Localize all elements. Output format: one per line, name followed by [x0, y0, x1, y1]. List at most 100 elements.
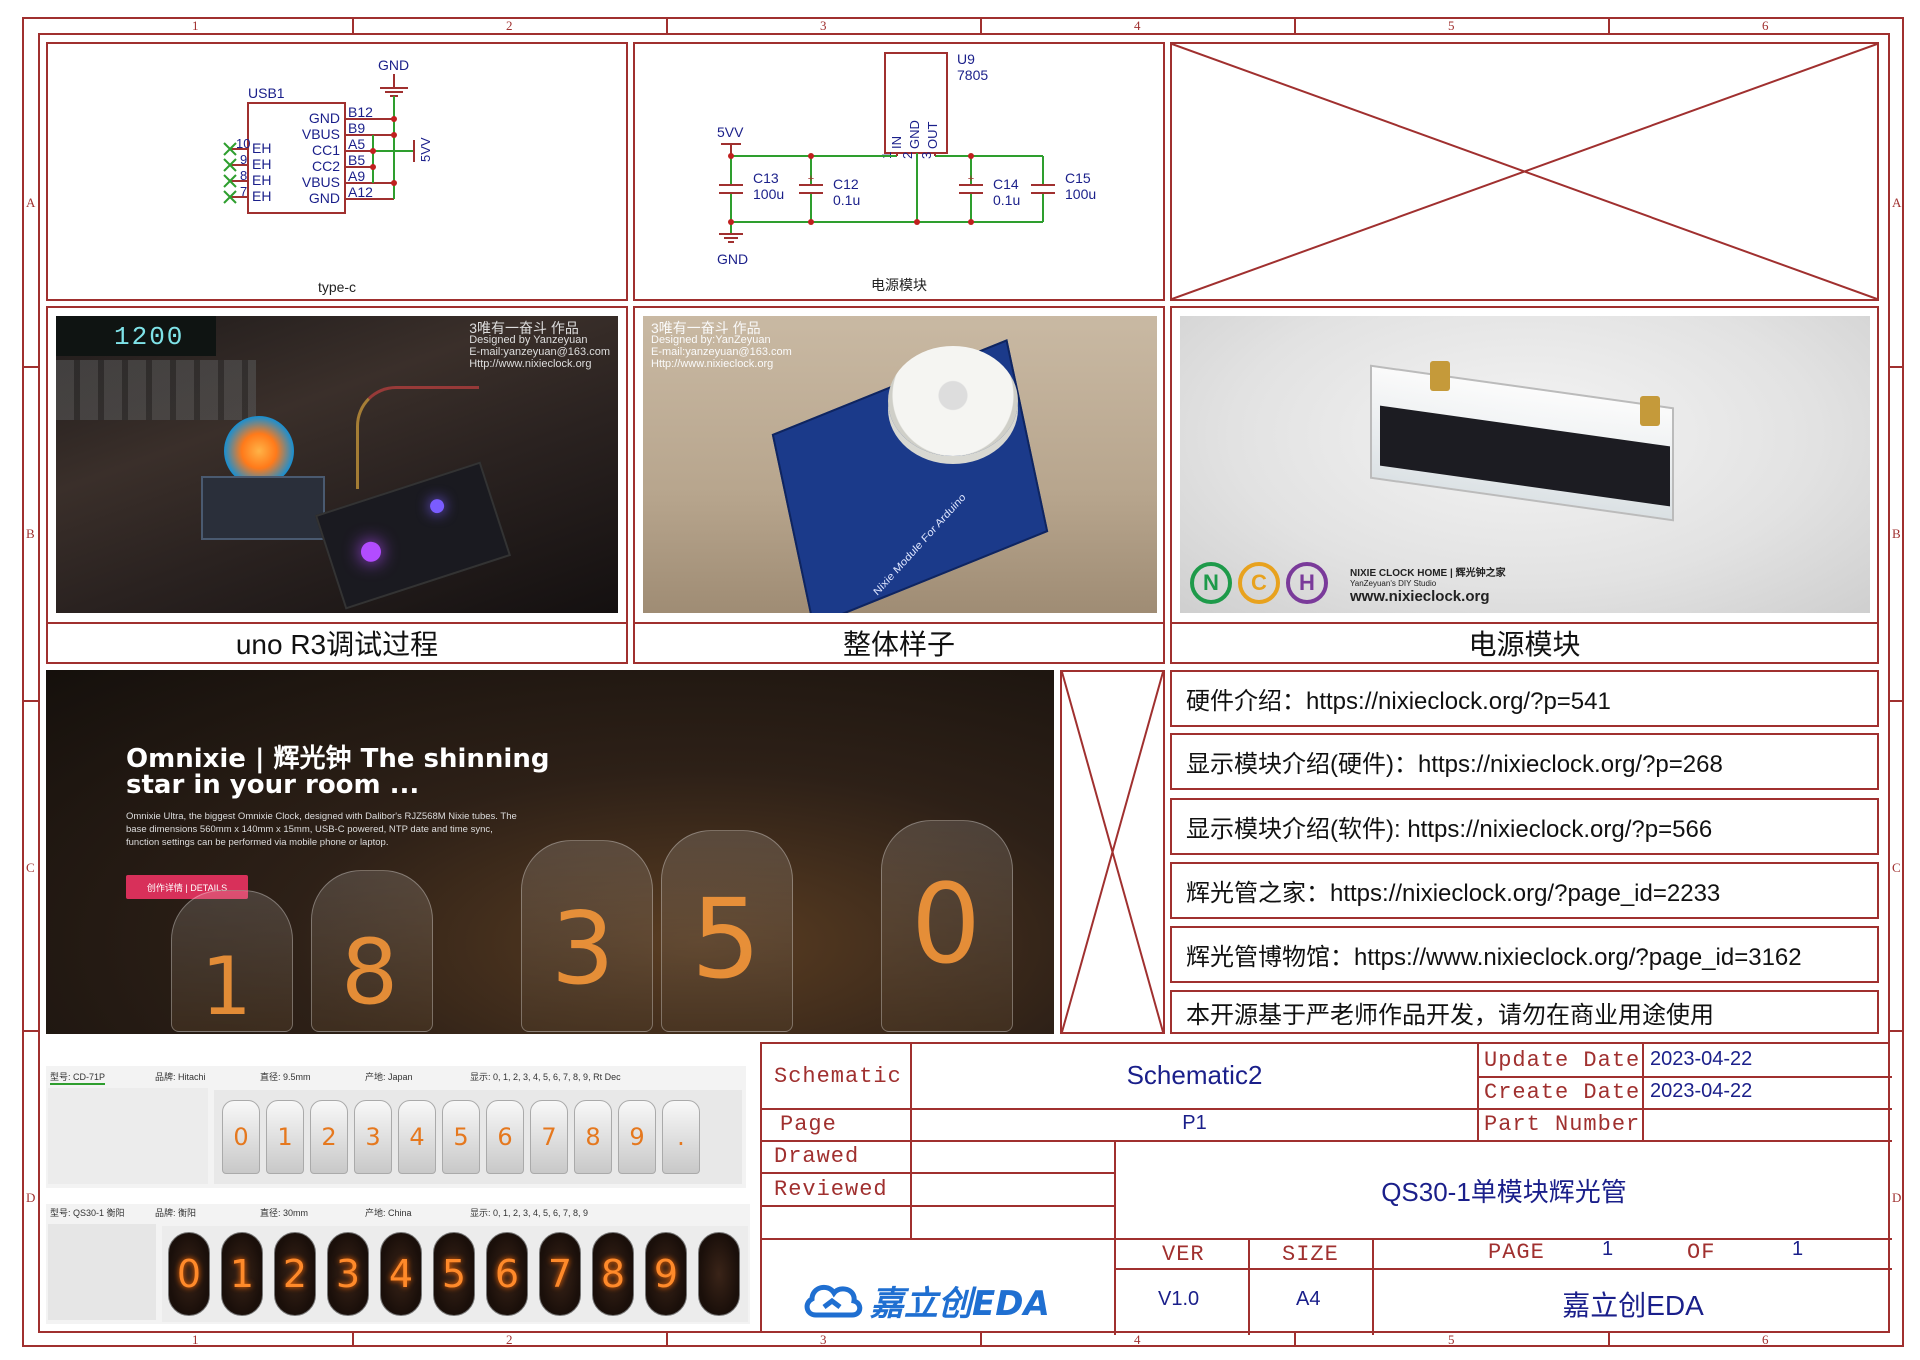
svg-text:+: +: [808, 173, 814, 185]
usb1-ref: USB1: [248, 85, 285, 101]
strip1-tube-9: 9: [618, 1100, 656, 1174]
ruler-col-4: 4: [1134, 18, 1141, 33]
uno-watermark-designer: Designed by Yanzeyuan: [469, 334, 588, 346]
uno-watermark: 3唯有一奋斗 作品 Designed by Yanzeyuan E-mail:y…: [469, 321, 610, 370]
ruler-col-6-bottom: 6: [1762, 1332, 1769, 1347]
eh-label-3: EH: [252, 172, 271, 188]
banner-headline-2: star in your room ...: [126, 770, 420, 800]
strip1-model: 型号: CD-71P: [50, 1070, 106, 1085]
empty-panel-top: [1170, 42, 1879, 301]
link-nixie-home[interactable]: 辉光管之家：https://nixieclock.org/?page_id=22…: [1170, 862, 1879, 919]
tb-pagenum-value: 1: [1602, 1238, 1614, 1260]
strip2-tube-7: 7: [539, 1232, 581, 1316]
tb-pagenum-label: PAGE: [1488, 1240, 1545, 1265]
power-gnd: GND: [717, 251, 748, 267]
strip2-tube-1: 1: [221, 1232, 263, 1316]
power-net-in: 5VV: [717, 124, 744, 140]
strip2-tube-4: 4: [380, 1232, 422, 1316]
ruler-col-1: 1: [192, 18, 199, 33]
power-title: 电源模块: [871, 277, 927, 293]
outer-frame: [22, 17, 1904, 1347]
strip2-diameter: 直径: 30mm: [260, 1208, 309, 1218]
caption-uno: uno R3调试过程: [46, 622, 628, 664]
link-hardware[interactable]: 硬件介绍：https://nixieclock.org/?p=541: [1170, 670, 1879, 727]
nixie-tube-4: [661, 830, 793, 1032]
tb-size-label: SIZE: [1282, 1242, 1339, 1267]
photo-uno: 1200 3唯有一奋斗 作品 Designed by Yanzeyuan E-m…: [56, 316, 618, 613]
photo-whole: Nixie Module For Arduino 3唯有一奋斗 作品 Desig…: [643, 316, 1157, 613]
ruler-col-6: 6: [1762, 18, 1769, 33]
caption-whole: 整体样子: [633, 622, 1165, 664]
strip1-tube-6: 6: [486, 1100, 524, 1174]
u9-pin-out: OUT: [925, 122, 940, 150]
pin-b12: B12: [348, 104, 373, 120]
svg-text:+: +: [968, 173, 974, 185]
nixie-tube-3: [521, 840, 653, 1032]
strip2-tube-blank: [698, 1232, 740, 1316]
nixie-digit-2: 8: [341, 920, 399, 1025]
strip2-tube-8: 8: [592, 1232, 634, 1316]
strip2-header: 型号: QS30-1 衡阳 品牌: 衡阳 直径: 30mm 产地: China …: [50, 1206, 740, 1222]
tb-project-title: QS30-1单模块辉光管: [1381, 1177, 1627, 1207]
nixie-tube-row: 1 8 3 5 0: [141, 820, 1021, 1033]
brand-text: NIXIE CLOCK HOME | 辉光钟之家 YanZeyuan's DIY…: [1350, 564, 1506, 605]
banner-body-2: base dimensions 560mm x 140mm x 15mm, US…: [126, 824, 493, 835]
strip1-tube-dp: .: [662, 1100, 700, 1174]
link-display-hardware[interactable]: 显示模块介绍(硬件)：https://nixieclock.org/?p=268: [1170, 733, 1879, 790]
eh-num-8: 8: [240, 168, 247, 183]
ruler-row-b-right: B: [1892, 526, 1901, 541]
strip1-header: 型号: CD-71P 品牌: Hitachi 直径: 9.5mm 产地: Jap…: [50, 1070, 740, 1086]
omnixie-banner: Omnixie | 辉光钟 The shinning star in your …: [46, 670, 1054, 1034]
strip1-tube-5: 5: [442, 1100, 480, 1174]
whole-watermark-email: E-mail:yanzeyuan@163.com: [651, 346, 792, 358]
tube-strip-qs30: 型号: QS30-1 衡阳 品牌: 衡阳 直径: 30mm 产地: China …: [46, 1204, 750, 1324]
caption-power: 电源模块: [1170, 622, 1879, 664]
link-display-software[interactable]: 显示模块介绍(软件): https://nixieclock.org/?p=56…: [1170, 798, 1879, 855]
psu-display: 1200: [114, 322, 185, 352]
tb-ver-label: VER: [1162, 1242, 1205, 1267]
ruler-col-2: 2: [506, 18, 513, 33]
nixie-digit-1: 1: [201, 940, 252, 1033]
cap-c12-ref: C12: [833, 176, 859, 192]
strip1-tube-4: 4: [398, 1100, 436, 1174]
whole-watermark-url: Http://www.nixieclock.org: [651, 358, 774, 370]
tube-socket: [888, 346, 1018, 456]
power-schematic: U9 7805 IN GND OUT 1 2 3: [717, 51, 1096, 267]
inner-frame: [38, 33, 1890, 1333]
pin-b9: B9: [348, 120, 365, 136]
strip2-brand: 品牌: 衡阳: [155, 1208, 197, 1218]
logo-c-icon: C: [1238, 562, 1280, 604]
cap-c13-ref: C13: [753, 170, 779, 186]
banner-body: Omnixie Ultra, the biggest Omnixie Clock…: [126, 810, 517, 849]
tb-part-label: Part Number: [1484, 1112, 1641, 1137]
ruler-row-a: A: [26, 195, 36, 210]
cap-c15-ref: C15: [1065, 170, 1091, 186]
strip2-tube-9: 9: [645, 1232, 687, 1316]
link-nixie-museum[interactable]: 辉光管博物馆：https://www.nixieclock.org/?page_…: [1170, 926, 1879, 983]
uno-watermark-email: E-mail:yanzeyuan@163.com: [469, 346, 610, 358]
pin-label-vbus-2: VBUS: [302, 174, 340, 190]
pin-a12: A12: [348, 184, 373, 200]
tb-size-value: A4: [1296, 1288, 1321, 1310]
cap-c14-val: 0.1u: [993, 192, 1020, 208]
ruler-col-3-bottom: 3: [820, 1332, 827, 1347]
whole-watermark-designer: Designed by:YanZeyuan: [651, 334, 771, 346]
ruler-col-4-bottom: 4: [1134, 1332, 1141, 1347]
strip1-diameter: 直径: 9.5mm: [260, 1072, 311, 1082]
tb-schematic-label: Schematic: [774, 1064, 902, 1089]
strip2-display: 显示: 0, 1, 2, 3, 4, 5, 6, 7, 8, 9: [470, 1208, 589, 1218]
tb-page-value: P1: [1182, 1112, 1207, 1134]
u9-ref: U9: [957, 51, 975, 67]
pin-label-gnd-1: GND: [309, 110, 340, 126]
pin-label-vbus-1: VBUS: [302, 126, 340, 142]
whole-watermark-title: 3唯有一奋斗 作品: [651, 320, 761, 336]
strip2-model: 型号: QS30-1 衡阳: [50, 1208, 125, 1218]
ruler-col-2-bottom: 2: [506, 1332, 513, 1347]
ruler-col-5: 5: [1448, 18, 1455, 33]
pin-label-cc1: CC1: [312, 142, 340, 158]
cap-c12-val: 0.1u: [833, 192, 860, 208]
uno-watermark-url: Http://www.nixieclock.org: [469, 358, 592, 370]
ruler-row-b: B: [26, 526, 35, 541]
ruler-col-3: 3: [820, 18, 827, 33]
logo-h-icon: H: [1286, 562, 1328, 604]
